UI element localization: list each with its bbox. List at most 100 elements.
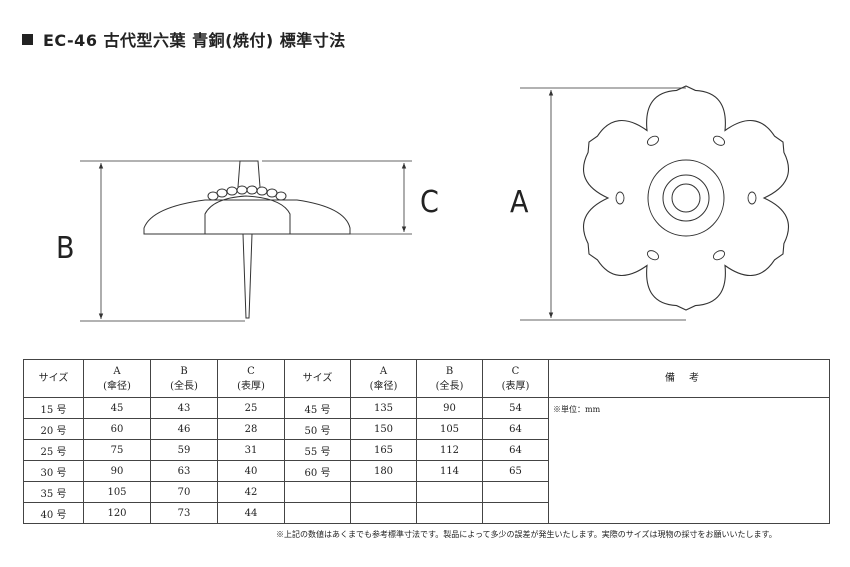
cell-b: 73 <box>150 502 218 524</box>
cell-a <box>350 481 417 503</box>
cell-b: 46 <box>150 418 218 440</box>
cell-a: 120 <box>83 502 151 524</box>
cell-c: 25 <box>217 397 285 419</box>
table-row: 15 号 45 43 25 45 号 135 90 54 ※単位：mm <box>23 397 830 524</box>
header-size-left: サイズ <box>23 359 84 398</box>
cell-c: 40 <box>217 460 285 482</box>
header-b-sub: (全長) <box>170 380 198 392</box>
cell-c: 65 <box>482 460 549 482</box>
cell-size: 50 号 <box>284 418 351 440</box>
header-b-left: B (全長) <box>150 359 218 398</box>
cell-size: 30 号 <box>23 460 84 482</box>
cell-c: 64 <box>482 439 549 461</box>
cell-c: 64 <box>482 418 549 440</box>
cell-b: 112 <box>416 439 483 461</box>
unit-note: ※単位：mm <box>553 405 601 414</box>
header-size-right: サイズ <box>284 359 351 398</box>
header-a-label: A <box>113 365 121 377</box>
header-a-sub: (傘径) <box>369 380 398 392</box>
header-c-label: C <box>511 365 520 377</box>
cell-a: 165 <box>350 439 417 461</box>
cell-size <box>284 481 351 503</box>
cell-size: 40 号 <box>23 502 84 524</box>
cell-b: 59 <box>150 439 218 461</box>
cell-c <box>482 502 549 524</box>
outer-ring <box>647 159 725 237</box>
top-knob <box>237 160 261 188</box>
cell-c <box>482 481 549 503</box>
cell-a: 105 <box>83 481 151 503</box>
header-b-right: B (全長) <box>416 359 483 398</box>
header-c-left: C (表厚) <box>217 359 285 398</box>
leaf-holes <box>615 135 757 261</box>
leaf-hole <box>712 250 726 261</box>
side-view <box>80 160 412 322</box>
page-title: EC-46 古代型六葉 青銅(焼付) 標準寸法 <box>22 27 346 51</box>
cell-a: 45 <box>83 397 151 419</box>
nail-shaft <box>242 233 253 319</box>
cell-a: 90 <box>83 460 151 482</box>
cell-size: 15 号 <box>23 397 84 419</box>
cell-a: 135 <box>350 397 417 419</box>
table-row: 35 号 105 70 42 <box>23 481 830 503</box>
cell-c: 44 <box>217 502 285 524</box>
header-a-left: A (傘径) <box>83 359 151 398</box>
spec-table: サイズ A (傘径) B (全長) C (表厚) サイズ A (傘径) B (全長) C (… <box>23 359 830 524</box>
notes-cell: ※単位：mm <box>548 397 830 524</box>
six-leaf-outline <box>583 85 789 311</box>
cell-b: 63 <box>150 460 218 482</box>
cell-a <box>350 502 417 524</box>
leaf-hole <box>646 135 660 146</box>
header-a-label: A <box>379 365 388 377</box>
leaf-hole <box>747 191 757 205</box>
technical-drawing: B C A <box>56 85 789 322</box>
header-c-sub: (表厚) <box>237 380 265 392</box>
leaf-hole <box>615 191 625 205</box>
cell-size: 60 号 <box>284 460 351 482</box>
top-view <box>520 85 789 321</box>
cell-size: 55 号 <box>284 439 351 461</box>
cap-brim <box>143 199 351 235</box>
label-b: B <box>56 231 75 266</box>
bead-ring <box>207 185 287 201</box>
inner-ring <box>662 174 710 222</box>
table-row: 40 号 120 73 44 <box>23 502 830 524</box>
table-header-row: サイズ A (傘径) B (全長) C (表厚) サイズ A (傘径) B (全長) C (… <box>23 359 830 398</box>
header-b-label: B <box>180 365 188 377</box>
cell-size <box>284 502 351 524</box>
cell-a: 75 <box>83 439 151 461</box>
cell-size: 20 号 <box>23 418 84 440</box>
page-title-text: EC-46 古代型六葉 青銅(焼付) 標準寸法 <box>43 31 346 50</box>
cell-c: 42 <box>217 481 285 503</box>
leaf-hole <box>646 250 660 261</box>
header-notes: 備考 <box>548 359 830 398</box>
cell-b: 43 <box>150 397 218 419</box>
cell-b: 70 <box>150 481 218 503</box>
header-c-right: C (表厚) <box>482 359 549 398</box>
cell-a: 150 <box>350 418 417 440</box>
cell-size: 35 号 <box>23 481 84 503</box>
cell-c: 31 <box>217 439 285 461</box>
cell-b: 114 <box>416 460 483 482</box>
label-c: C <box>420 185 439 220</box>
cell-b: 105 <box>416 418 483 440</box>
cell-size: 25 号 <box>23 439 84 461</box>
header-b-label: B <box>445 365 454 377</box>
table-row: 20 号 60 46 28 50 号 150 105 64 <box>23 418 830 440</box>
header-b-sub: (全長) <box>435 380 464 392</box>
leaf-hole <box>712 135 726 146</box>
cell-b: 90 <box>416 397 483 419</box>
header-a-sub: (傘径) <box>103 380 131 392</box>
header-c-label: C <box>247 365 255 377</box>
square-bullet-icon <box>22 34 33 45</box>
footnote: ※上記の数値はあくまでも参考標準寸法です。製品によって多少の誤差が発生いたします… <box>276 530 777 539</box>
cell-c: 54 <box>482 397 549 419</box>
cell-a: 180 <box>350 460 417 482</box>
label-a: A <box>510 185 529 220</box>
header-c-sub: (表厚) <box>501 380 530 392</box>
table-row: 25 号 75 59 31 55 号 165 112 64 <box>23 439 830 461</box>
cell-size: 45 号 <box>284 397 351 419</box>
cell-b <box>416 481 483 503</box>
header-a-right: A (傘径) <box>350 359 417 398</box>
cell-b <box>416 502 483 524</box>
